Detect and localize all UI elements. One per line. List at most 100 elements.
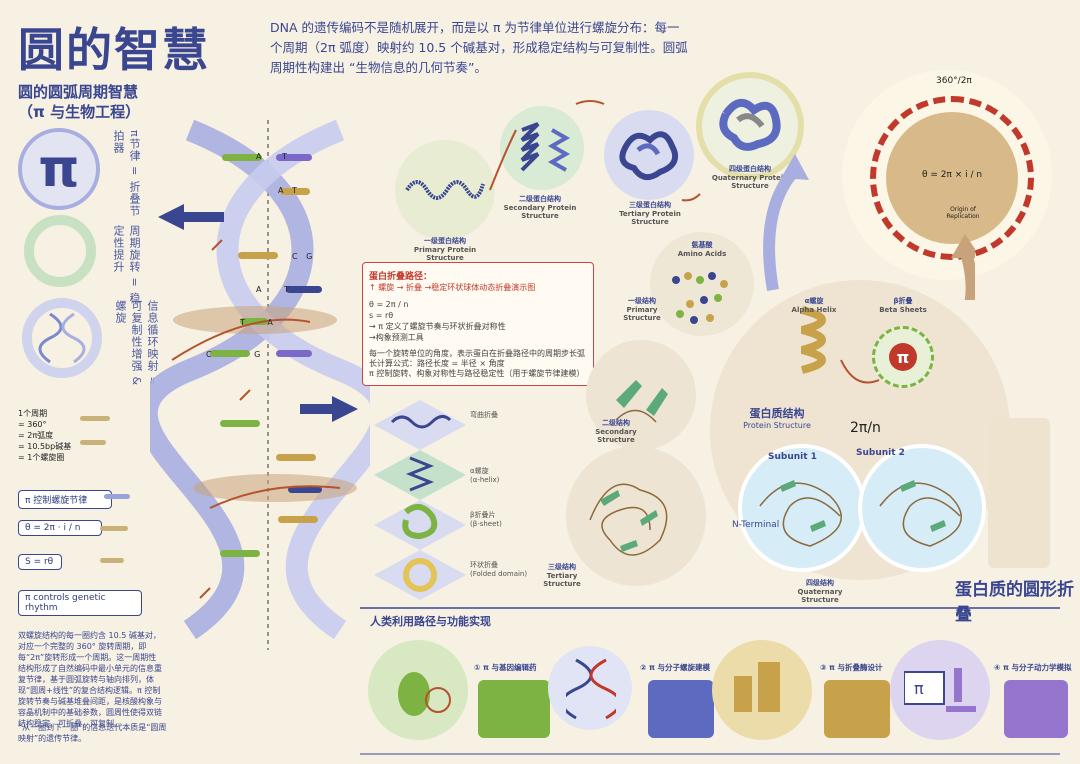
quaternary-label-en: Quaternary Protein Structure bbox=[711, 174, 789, 190]
alpha-helix-label: α螺旋 Alpha Helix bbox=[784, 296, 844, 314]
bottom-left-quote: “从一圈到下一圈”的信息送代本质是“圆周映射”的遗传节律。 bbox=[18, 723, 167, 743]
primary-chain-icon bbox=[405, 180, 485, 200]
left-arrow-icon bbox=[158, 204, 224, 230]
pi-icon: π bbox=[18, 128, 100, 210]
svg-text:π: π bbox=[914, 679, 924, 698]
alpha-helix-en: Alpha Helix bbox=[791, 306, 837, 314]
card-accent-bars bbox=[100, 494, 130, 563]
app-4-num: ④ bbox=[994, 663, 1001, 672]
secondary-label-en: Secondary Protein Structure bbox=[503, 204, 577, 220]
protein-fold-title: 蛋白质的圆形折叠 bbox=[955, 580, 1074, 625]
app-1-label: π 与基因编辑药 bbox=[482, 663, 537, 672]
folding-desc: 每一个旋转单位的角度，表示蛋白在折叠路径中的周期步长弧长计算公式：路径长度 = … bbox=[369, 349, 585, 368]
secondary-side-circle bbox=[586, 340, 696, 450]
center-formula: 2π/n bbox=[850, 420, 881, 436]
quaternary-label-cn: 四级蛋白结构 bbox=[729, 165, 771, 173]
stage-arrows bbox=[489, 100, 701, 202]
tertiary-side-label-en: Tertiary Structure bbox=[543, 572, 581, 588]
formula-line: = 2π弧度 bbox=[18, 431, 54, 440]
app-1-num: ① bbox=[474, 663, 481, 672]
amino-chain-icon bbox=[672, 272, 728, 324]
icon-label-3: 信息循环映射 = 可复制性增强 & 螺旋 bbox=[114, 300, 159, 387]
section-divider bbox=[360, 607, 1060, 609]
section-title: 人类利用路径与功能实现 bbox=[370, 615, 491, 628]
quaternary-structure-circle bbox=[696, 72, 804, 180]
app-2-title: ② π 与分子螺旋建模 bbox=[640, 662, 710, 673]
fold-step-label: α螺旋 bbox=[470, 467, 489, 475]
folding-desc2: π 控制旋转、构象对称性与路径稳定性（用于螺旋节律建模） bbox=[369, 369, 585, 378]
dna-double-helix bbox=[150, 119, 370, 650]
secondary-side-label-cn: 二级结构 bbox=[602, 419, 630, 427]
protein-structure-en: Protein Structure bbox=[743, 421, 811, 430]
quaternary-label: 四级蛋白结构 Quaternary Protein Structure bbox=[700, 164, 800, 190]
subunit-chains bbox=[759, 480, 962, 547]
secondary-side-label: 二级结构 Secondary Structure bbox=[586, 418, 646, 444]
beta-sheet-cn: β折叠 bbox=[893, 297, 913, 305]
rotation-icon bbox=[24, 215, 96, 287]
page-subtitle: 圆的圆弧周期智慧 （π 与生物工程） bbox=[18, 83, 141, 121]
folding-path: ↑ 螺旋 → 折叠 →稳定环状球体动态折叠演示图 bbox=[369, 283, 536, 292]
beta-sheet-circle: π bbox=[872, 326, 934, 388]
app-4-text-box bbox=[1004, 680, 1068, 738]
subunit-1-label: Subunit 1 bbox=[768, 452, 817, 462]
formula-bars bbox=[80, 416, 110, 445]
base-pair-label: A T bbox=[256, 152, 287, 161]
formula-line: = 360° bbox=[18, 420, 47, 429]
tertiary-fold-icon bbox=[619, 131, 678, 181]
intro-text: DNA 的遗传编码不是随机展开，而是以 π 为节律单位进行螺旋分布：每一个周期（… bbox=[270, 20, 688, 75]
app-1-text-box bbox=[478, 680, 550, 738]
ring-degree-label: 360°/2π bbox=[936, 76, 972, 86]
book-microscope-icon: π bbox=[904, 668, 976, 712]
quaternary-bottom-en: Quaternary Structure bbox=[797, 588, 843, 604]
spiral-arrow-icon bbox=[840, 359, 880, 384]
fold-step-label: β折叠片 bbox=[470, 511, 496, 519]
primary-label-cn: 一级蛋白结构 bbox=[424, 237, 466, 245]
right-arrow-icon bbox=[300, 396, 358, 422]
folding-path-box: 蛋白折叠路径： ↑ 螺旋 → 折叠 →稳定环状球体动态折叠演示图 θ = 2π … bbox=[362, 262, 594, 386]
icon-label-2: 周期旋转 = 稳定性提升 bbox=[112, 225, 141, 305]
fold-step-label: 弯曲折叠 bbox=[470, 411, 498, 419]
secondary-sheet-icon bbox=[615, 380, 668, 423]
ring-formula: θ = 2π × i / n bbox=[922, 170, 983, 180]
app-4-label: π 与分子动力学模拟 bbox=[1002, 663, 1072, 672]
dna-model-icon bbox=[566, 658, 616, 720]
icon-label-1: π节律 = 折叠节拍器 bbox=[112, 130, 141, 217]
tertiary-side-label-cn: 三级结构 bbox=[548, 563, 576, 571]
secondary-label: 二级蛋白结构 Secondary Protein Structure bbox=[490, 194, 590, 220]
app-3-text-box bbox=[824, 680, 890, 738]
big-curved-arrows bbox=[763, 154, 975, 300]
fold-step-label-en: (α-helix) bbox=[470, 476, 500, 484]
bottom-divider bbox=[360, 753, 1060, 755]
primary-side-label: 一级结构 Primary Structure bbox=[612, 296, 672, 322]
secondary-side-label-en: Secondary Structure bbox=[595, 428, 637, 444]
tertiary-structure-circle bbox=[604, 110, 694, 200]
folding-formula: → π 定义了螺旋节奏与环状折叠对称性 bbox=[369, 322, 506, 331]
quaternary-bottom-cn: 四级结构 bbox=[806, 579, 834, 587]
dna-ring-inner bbox=[886, 112, 1018, 244]
page-title: 圆的智慧 bbox=[18, 23, 210, 77]
dna-circle-icon bbox=[22, 298, 102, 378]
app-2-num: ② bbox=[640, 663, 647, 672]
tertiary-side-circle bbox=[566, 446, 706, 586]
beta-sheet-label: β折叠 Beta Sheets bbox=[872, 296, 934, 314]
app-1-title: ① π 与基因编辑药 bbox=[474, 662, 537, 673]
secondary-structure-circle bbox=[500, 106, 584, 190]
quaternary-fold-icon bbox=[719, 99, 781, 151]
subunit-1-circle bbox=[738, 444, 866, 572]
alpha-helix-cn: α螺旋 bbox=[804, 297, 824, 305]
center-pi: π bbox=[889, 343, 917, 371]
pi-symbol: π bbox=[38, 139, 80, 199]
virus-icon bbox=[398, 672, 451, 716]
folding-formula: s = rθ bbox=[369, 311, 394, 320]
app-2-label: π 与分子螺旋建模 bbox=[648, 663, 711, 672]
secondary-helix-icon bbox=[520, 122, 571, 172]
tertiary-label-en: Tertiary Protein Structure bbox=[619, 210, 681, 226]
right-side-notes bbox=[988, 418, 1050, 568]
primary-side-label-cn: 一级结构 bbox=[628, 297, 656, 305]
base-pair-label: C G bbox=[292, 252, 313, 261]
amino-label-en: Amino Acids bbox=[677, 250, 727, 258]
beta-sheet-en: Beta Sheets bbox=[879, 306, 927, 314]
subunit-2-label: Subunit 2 bbox=[856, 448, 905, 458]
amino-label: 氨基酸 Amino Acids bbox=[660, 240, 744, 258]
small-card-2: θ = 2π · i / n bbox=[18, 520, 102, 536]
